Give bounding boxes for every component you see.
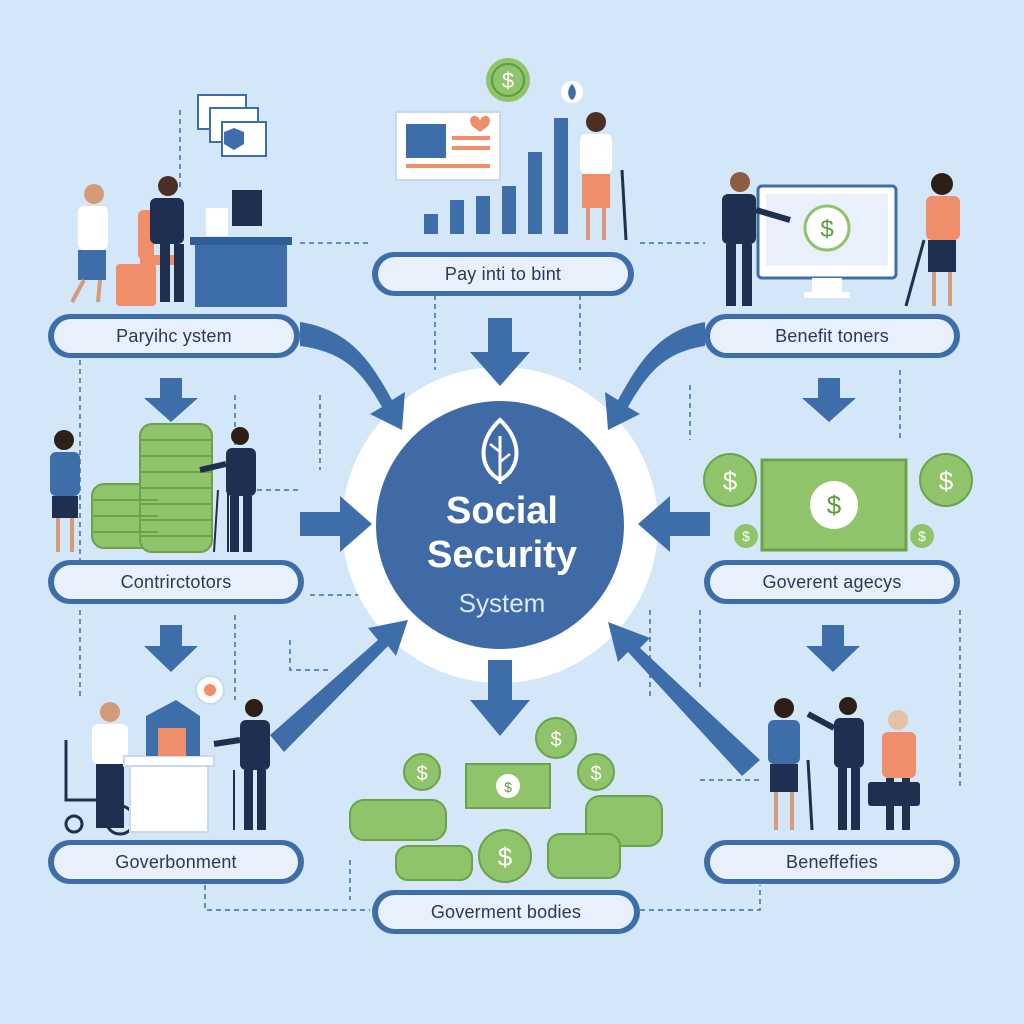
dollar-coin-icon: $ xyxy=(577,753,615,791)
label-text: Goverent agecys xyxy=(710,565,954,599)
label-government-bodies: Goverment bodies xyxy=(372,890,640,934)
center-title-line1: Social xyxy=(446,490,558,532)
computer-monitor-icon xyxy=(232,190,262,226)
dollar-coin-icon: $ xyxy=(703,453,757,507)
dollar-coin-icon: $ xyxy=(535,717,577,759)
center-subtitle: System xyxy=(458,588,546,618)
center-circle xyxy=(376,401,624,649)
dollar-coin-icon: $ xyxy=(734,524,758,548)
svg-text:$: $ xyxy=(502,68,514,93)
label-text: Goverment bodies xyxy=(378,895,634,929)
person-icon xyxy=(70,184,108,303)
leaf-icon xyxy=(481,417,519,484)
label-text: Beneffefies xyxy=(710,845,954,879)
label-government: Goverbonment xyxy=(48,840,304,884)
svg-text:$: $ xyxy=(820,216,833,243)
svg-text:$: $ xyxy=(742,528,750,544)
flow-arrows xyxy=(144,318,860,776)
coin-stack-lines xyxy=(92,439,212,537)
dollar-coin-icon: $ xyxy=(403,753,441,791)
svg-text:$: $ xyxy=(590,763,601,785)
person-icon xyxy=(213,699,270,830)
center-title-line2: Security xyxy=(427,534,577,576)
svg-text:$: $ xyxy=(827,490,842,520)
person-icon xyxy=(199,427,256,553)
desk-scene xyxy=(138,190,292,307)
label-pay-into-to-bint: Pay inti to bint xyxy=(372,252,634,296)
person-icon xyxy=(806,697,864,830)
computer-monitor-icon: $ xyxy=(756,184,898,298)
person-icon xyxy=(50,430,80,552)
label-pay-into-system: Paryihc ystem xyxy=(48,314,300,358)
dollar-coin-icon: $ xyxy=(478,829,532,883)
coin-stacks xyxy=(349,795,663,881)
label-government-agencies: Goverent agecys xyxy=(704,560,960,604)
document-icon xyxy=(197,94,267,157)
svg-text:$: $ xyxy=(498,842,513,872)
person-icon xyxy=(904,173,960,307)
svg-text:$: $ xyxy=(723,466,738,496)
dollar-coin-icon: $ xyxy=(910,524,934,548)
label-text: Contrirctotors xyxy=(54,565,298,599)
label-benefit-toners: Benefit toners xyxy=(704,314,960,358)
building-icon xyxy=(123,675,225,833)
label-text: Benefit toners xyxy=(710,319,954,353)
person-icon xyxy=(882,710,916,830)
label-text: Paryihc ystem xyxy=(54,319,294,353)
person-icon xyxy=(92,702,128,828)
cash-bill-icon: $ xyxy=(760,458,908,552)
bar-chart-icon xyxy=(424,118,568,234)
svg-text:$: $ xyxy=(504,779,512,795)
svg-text:$: $ xyxy=(918,528,926,544)
leaf-icon xyxy=(561,81,583,103)
person-icon xyxy=(722,172,791,306)
person-icon xyxy=(768,698,814,831)
label-text: Goverbonment xyxy=(54,845,298,879)
document-icon xyxy=(395,111,501,181)
svg-text:$: $ xyxy=(550,729,561,751)
cash-bill-icon: $ xyxy=(465,763,551,809)
label-contributors: Contrirctotors xyxy=(48,560,304,604)
dollar-coin-icon: $ xyxy=(486,58,530,102)
connector-lines xyxy=(79,110,961,911)
svg-text:$: $ xyxy=(939,466,954,496)
label-beneficiaries: Beneffefies xyxy=(704,840,960,884)
label-text: Pay inti to bint xyxy=(378,257,628,291)
briefcase-icon xyxy=(116,264,156,306)
dollar-coin-icon: $ xyxy=(919,453,973,507)
svg-text:$: $ xyxy=(416,763,427,785)
briefcase-icon xyxy=(868,782,920,806)
person-icon xyxy=(580,112,628,241)
person-icon xyxy=(150,176,184,302)
